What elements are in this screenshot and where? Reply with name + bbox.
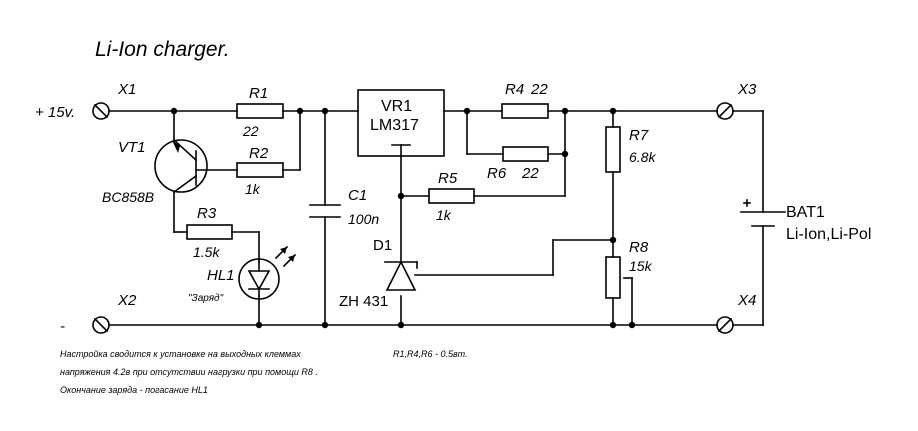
hl1-value: "Заряд" (188, 293, 224, 304)
terminal-x2 (92, 316, 110, 334)
vt1-ref: VT1 (118, 139, 146, 156)
c1-value: 100n (348, 211, 379, 227)
r4-value: 22 (530, 81, 548, 98)
resistor-r7 (605, 126, 621, 173)
x3-label: X3 (737, 81, 757, 98)
vr1-value: LM317 (370, 117, 419, 134)
regulator-vr1 (357, 89, 445, 157)
terminal-x1 (92, 102, 110, 120)
resistor-r2 (236, 162, 284, 178)
diagram-title: Li-Ion charger. (95, 38, 230, 61)
r8-ref: R8 (629, 239, 649, 256)
r1-ref: R1 (249, 85, 268, 102)
c1-ref: C1 (348, 187, 367, 204)
vt1-value: BC858B (102, 189, 154, 205)
led-hl1 (238, 245, 297, 300)
battery-bat1 (740, 199, 786, 227)
bat1-value: Li-Ion,Li-Pol (786, 226, 871, 243)
resistor-r1 (236, 103, 284, 119)
power-note: R1,R4,R6 - 0.5вт. (393, 349, 468, 359)
r6-ref: R6 (487, 165, 507, 182)
r4-ref: R4 (505, 81, 524, 98)
r7-ref: R7 (629, 127, 649, 144)
resistor-r4 (501, 103, 549, 119)
r3-value: 1.5k (193, 244, 220, 260)
x1-label: X1 (117, 81, 136, 98)
minus-label: - (60, 318, 65, 335)
note-line-3: Окончание заряда - погасание HL1 (60, 385, 208, 395)
r8-value: 15k (629, 258, 653, 274)
x4-label: X4 (737, 292, 756, 309)
transistor-vt1 (154, 138, 208, 194)
r5-value: 1k (436, 207, 452, 223)
d1-ref: D1 (373, 237, 392, 254)
resistor-r5 (428, 188, 475, 204)
r1-value: 22 (242, 123, 259, 139)
terminal-x4 (716, 316, 734, 334)
vr1-ref: VR1 (381, 98, 412, 115)
zener-d1 (384, 260, 418, 291)
wires (108, 110, 764, 326)
resistor-r3 (186, 224, 233, 240)
r6-value: 22 (521, 165, 539, 182)
r3-ref: R3 (197, 205, 217, 222)
x2-label: X2 (117, 292, 137, 309)
junction-dots (170, 107, 636, 329)
capacitor-c1 (309, 204, 341, 218)
d1-value: ZH 431 (339, 293, 388, 310)
hl1-ref: HL1 (207, 267, 235, 284)
resistor-r6 (502, 146, 549, 162)
r5-ref: R5 (438, 170, 458, 187)
plus-15v-label: + 15v. (35, 104, 75, 121)
bat1-ref: BAT1 (786, 204, 825, 221)
r2-value: 1k (245, 181, 261, 197)
note-line-2: напряжения 4.2в при отсутствии нагрузки … (60, 367, 318, 377)
r2-ref: R2 (249, 145, 269, 162)
resistor-r8 (605, 256, 621, 299)
r7-value: 6.8k (629, 149, 656, 165)
note-line-1: Настройка сводится к установке на выходн… (60, 349, 301, 359)
terminal-x3 (716, 102, 734, 120)
